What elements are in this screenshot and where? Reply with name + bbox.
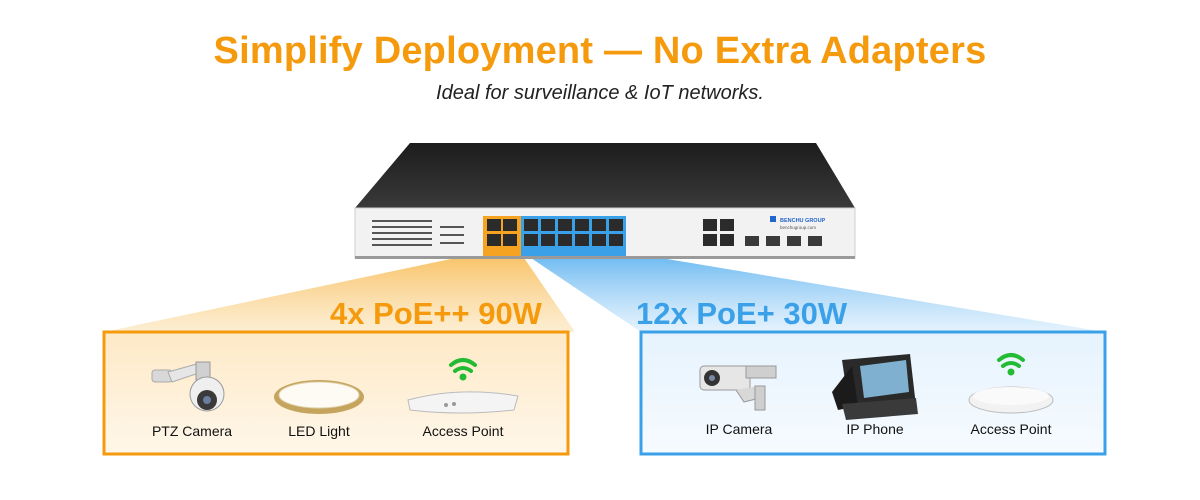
device-label-ip-phone: IP Phone	[846, 421, 904, 437]
poe-plus-label: 12x PoE+ 30W	[636, 296, 848, 331]
ip-phone-icon	[832, 354, 918, 420]
device-label-ip-camera: IP Camera	[705, 421, 773, 437]
poe-switch	[354, 143, 856, 259]
switch-brand: BENCHU GROUP	[780, 218, 826, 224]
ptz-camera-icon	[151, 361, 225, 412]
switch-website: benchugroup.com	[780, 225, 816, 230]
device-label-led-light: LED Light	[288, 423, 350, 439]
ip-camera-icon	[699, 365, 777, 411]
poe-plus-beam	[522, 252, 1105, 332]
led-light-icon	[274, 380, 364, 414]
poe-plus-plus-label: 4x PoE++ 90W	[330, 296, 542, 331]
poe-plus-plus-beam	[104, 252, 575, 332]
device-label-access-point: Access Point	[422, 423, 504, 439]
access-point-icon	[968, 353, 1054, 414]
device-label-access-point: Access Point	[970, 421, 1052, 437]
access-point-icon	[407, 358, 519, 414]
page-title: Simplify Deployment — No Extra Adapters	[213, 30, 987, 72]
page-subtitle: Ideal for surveillance & IoT networks.	[436, 82, 764, 104]
device-label-ptz-camera: PTZ Camera	[151, 423, 233, 439]
